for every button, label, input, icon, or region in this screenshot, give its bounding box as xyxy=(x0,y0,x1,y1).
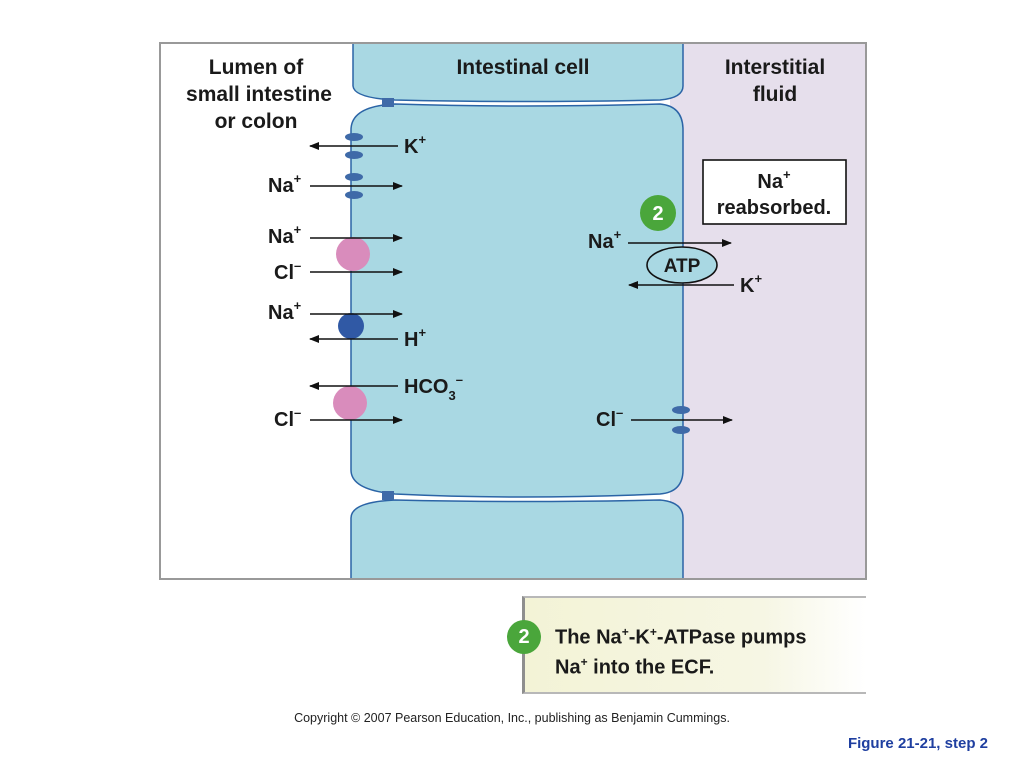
atp-label: ATP xyxy=(664,256,701,277)
k-label-apical: K+ xyxy=(404,132,426,158)
caption-sup: + xyxy=(580,654,588,669)
caption-fragment: Na xyxy=(555,656,581,679)
upper-neighbor-cell xyxy=(352,42,684,103)
na-reabsorbed-line2: reabsorbed. xyxy=(717,197,831,219)
lower-neighbor-cell xyxy=(350,499,684,580)
k-channel-top xyxy=(345,133,363,141)
step-badge xyxy=(640,195,676,231)
k-label-pump: K+ xyxy=(740,271,762,297)
figure-label: Figure 21-21, step 2 xyxy=(847,735,988,752)
na-reabsorbed-line1: Na+ xyxy=(757,167,791,193)
step-badge-number: 2 xyxy=(652,203,663,225)
caption-fragment: -K xyxy=(628,626,650,649)
diagram-panel-border xyxy=(159,42,867,580)
interstitial-header-line2: fluid xyxy=(753,83,797,106)
na-reabsorbed-box xyxy=(702,159,847,225)
lumen-header-line2: small intestine xyxy=(186,83,332,106)
na-label-symporter: Na+ xyxy=(268,222,302,248)
copyright-notice: Copyright © 2007 Pearson Education, Inc.… xyxy=(294,711,730,725)
caption-fragment: -ATPase pumps xyxy=(656,626,807,649)
na-channel-bottom xyxy=(345,191,363,199)
interstitial-region xyxy=(670,43,866,579)
cl-hco3-exchanger xyxy=(333,386,367,420)
caption-sup: + xyxy=(649,625,657,639)
caption-text: The Na+-K+-ATPase pumps Na+ into the ECF… xyxy=(555,620,807,679)
caption-fragment: The Na xyxy=(555,626,622,649)
tight-junction-top xyxy=(382,98,394,107)
step-caption-box: 2 The Na+-K+-ATPase pumps Na+ into the E… xyxy=(507,596,866,694)
cl-label-basolateral: Cl– xyxy=(596,405,623,431)
cell-header: Intestinal cell xyxy=(456,56,589,79)
cl-label-symporter: Cl– xyxy=(274,258,301,284)
cl-label-exchanger: Cl– xyxy=(274,405,301,431)
hco3-label: HCO3– xyxy=(404,372,463,403)
na-label-channel: Na+ xyxy=(268,171,302,197)
h-label: H+ xyxy=(404,325,426,351)
na-label-pump: Na+ xyxy=(588,227,622,253)
tight-junction-bottom xyxy=(382,491,394,500)
caption-step-badge: 2 xyxy=(507,620,541,654)
atp-pump xyxy=(646,246,718,284)
lumen-header-line1: Lumen of xyxy=(209,56,304,79)
na-h-antiporter xyxy=(338,313,364,339)
transport-diagram: Lumen of small intestine or colon Intest… xyxy=(159,42,867,580)
intestinal-cell xyxy=(350,103,684,498)
lumen-header-line3: or colon xyxy=(215,110,298,133)
na-cl-symporter xyxy=(336,237,370,271)
na-label-antiporter: Na+ xyxy=(268,298,302,324)
na-channel-top xyxy=(345,173,363,181)
cl-channel-basolateral-top xyxy=(672,406,690,414)
caption-fragment: into the ECF. xyxy=(587,656,715,679)
interstitial-header-line1: Interstitial xyxy=(725,56,825,79)
cl-channel-basolateral-bottom xyxy=(672,426,690,434)
caption-sup: + xyxy=(621,625,629,639)
k-channel-bottom xyxy=(345,151,363,159)
